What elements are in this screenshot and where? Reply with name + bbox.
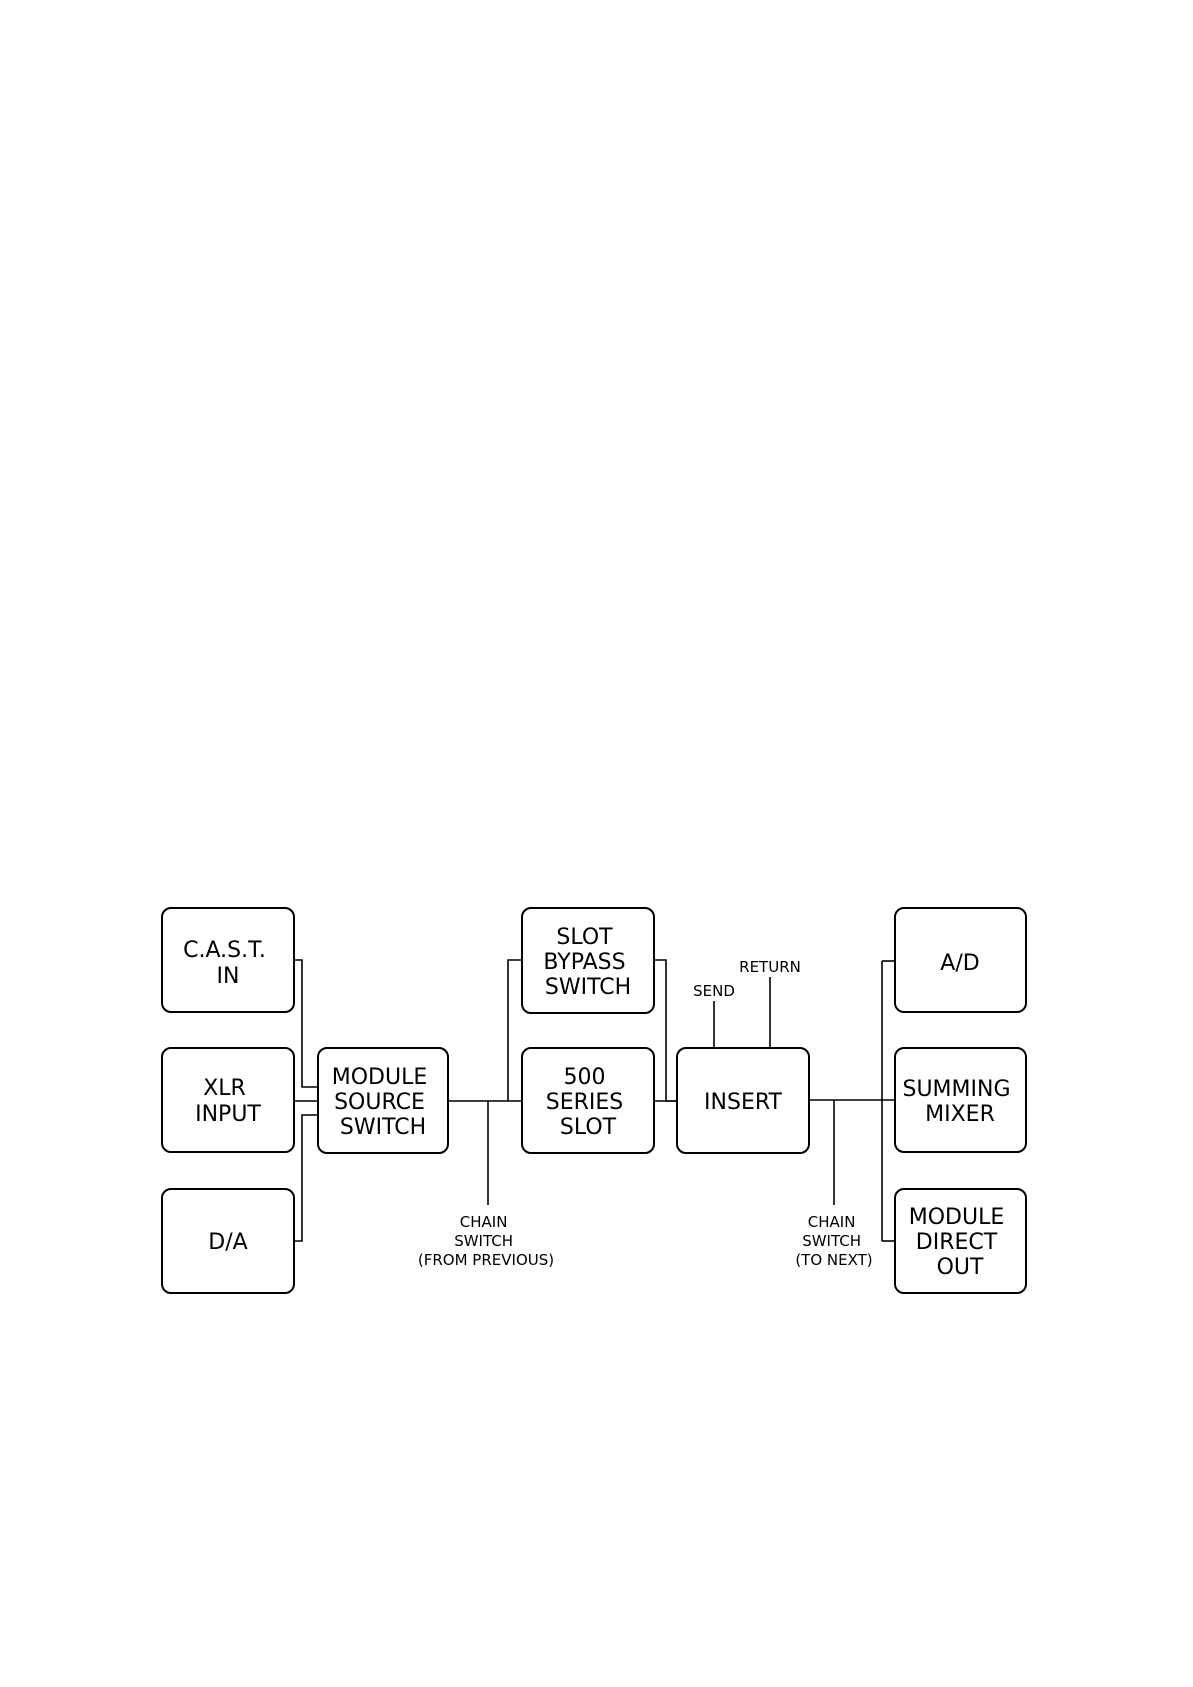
block-insert: INSERT xyxy=(677,1048,809,1153)
block-label: SLOT BYPASS SWITCH xyxy=(543,925,632,1000)
block-module-direct-out: MODULE DIRECT OUT xyxy=(895,1189,1026,1293)
block-slot-bypass-switch: SLOT BYPASS SWITCH xyxy=(522,908,654,1013)
block-ad: A/D xyxy=(895,908,1026,1012)
return-label: RETURN xyxy=(739,958,801,976)
block-label: MODULE SOURCE SWITCH xyxy=(332,1065,435,1140)
block-label: D/A xyxy=(208,1230,247,1255)
block-module-source-switch: MODULE SOURCE SWITCH xyxy=(318,1048,448,1153)
wire-bypass-in xyxy=(508,960,522,1101)
block-label: XLR INPUT xyxy=(195,1076,261,1127)
block-xlr-input: XLR INPUT xyxy=(162,1048,294,1152)
block-500-series-slot: 500 SERIES SLOT xyxy=(522,1048,654,1153)
block-da: D/A xyxy=(162,1189,294,1293)
chain-switch-to-next-label: CHAIN SWITCH (TO NEXT) xyxy=(795,1213,872,1269)
send-label: SEND xyxy=(693,982,735,1000)
block-label: A/D xyxy=(940,951,979,976)
block-summing-mixer: SUMMING MIXER xyxy=(895,1048,1026,1152)
block-label: INSERT xyxy=(704,1090,782,1115)
wire-da xyxy=(294,1115,318,1241)
wire-bypass-out xyxy=(654,960,677,1101)
chain-switch-from-previous-label: CHAIN SWITCH (FROM PREVIOUS) xyxy=(418,1213,554,1269)
block-cast-in: C.A.S.T. IN xyxy=(162,908,294,1012)
wire-cast-in xyxy=(294,960,318,1087)
